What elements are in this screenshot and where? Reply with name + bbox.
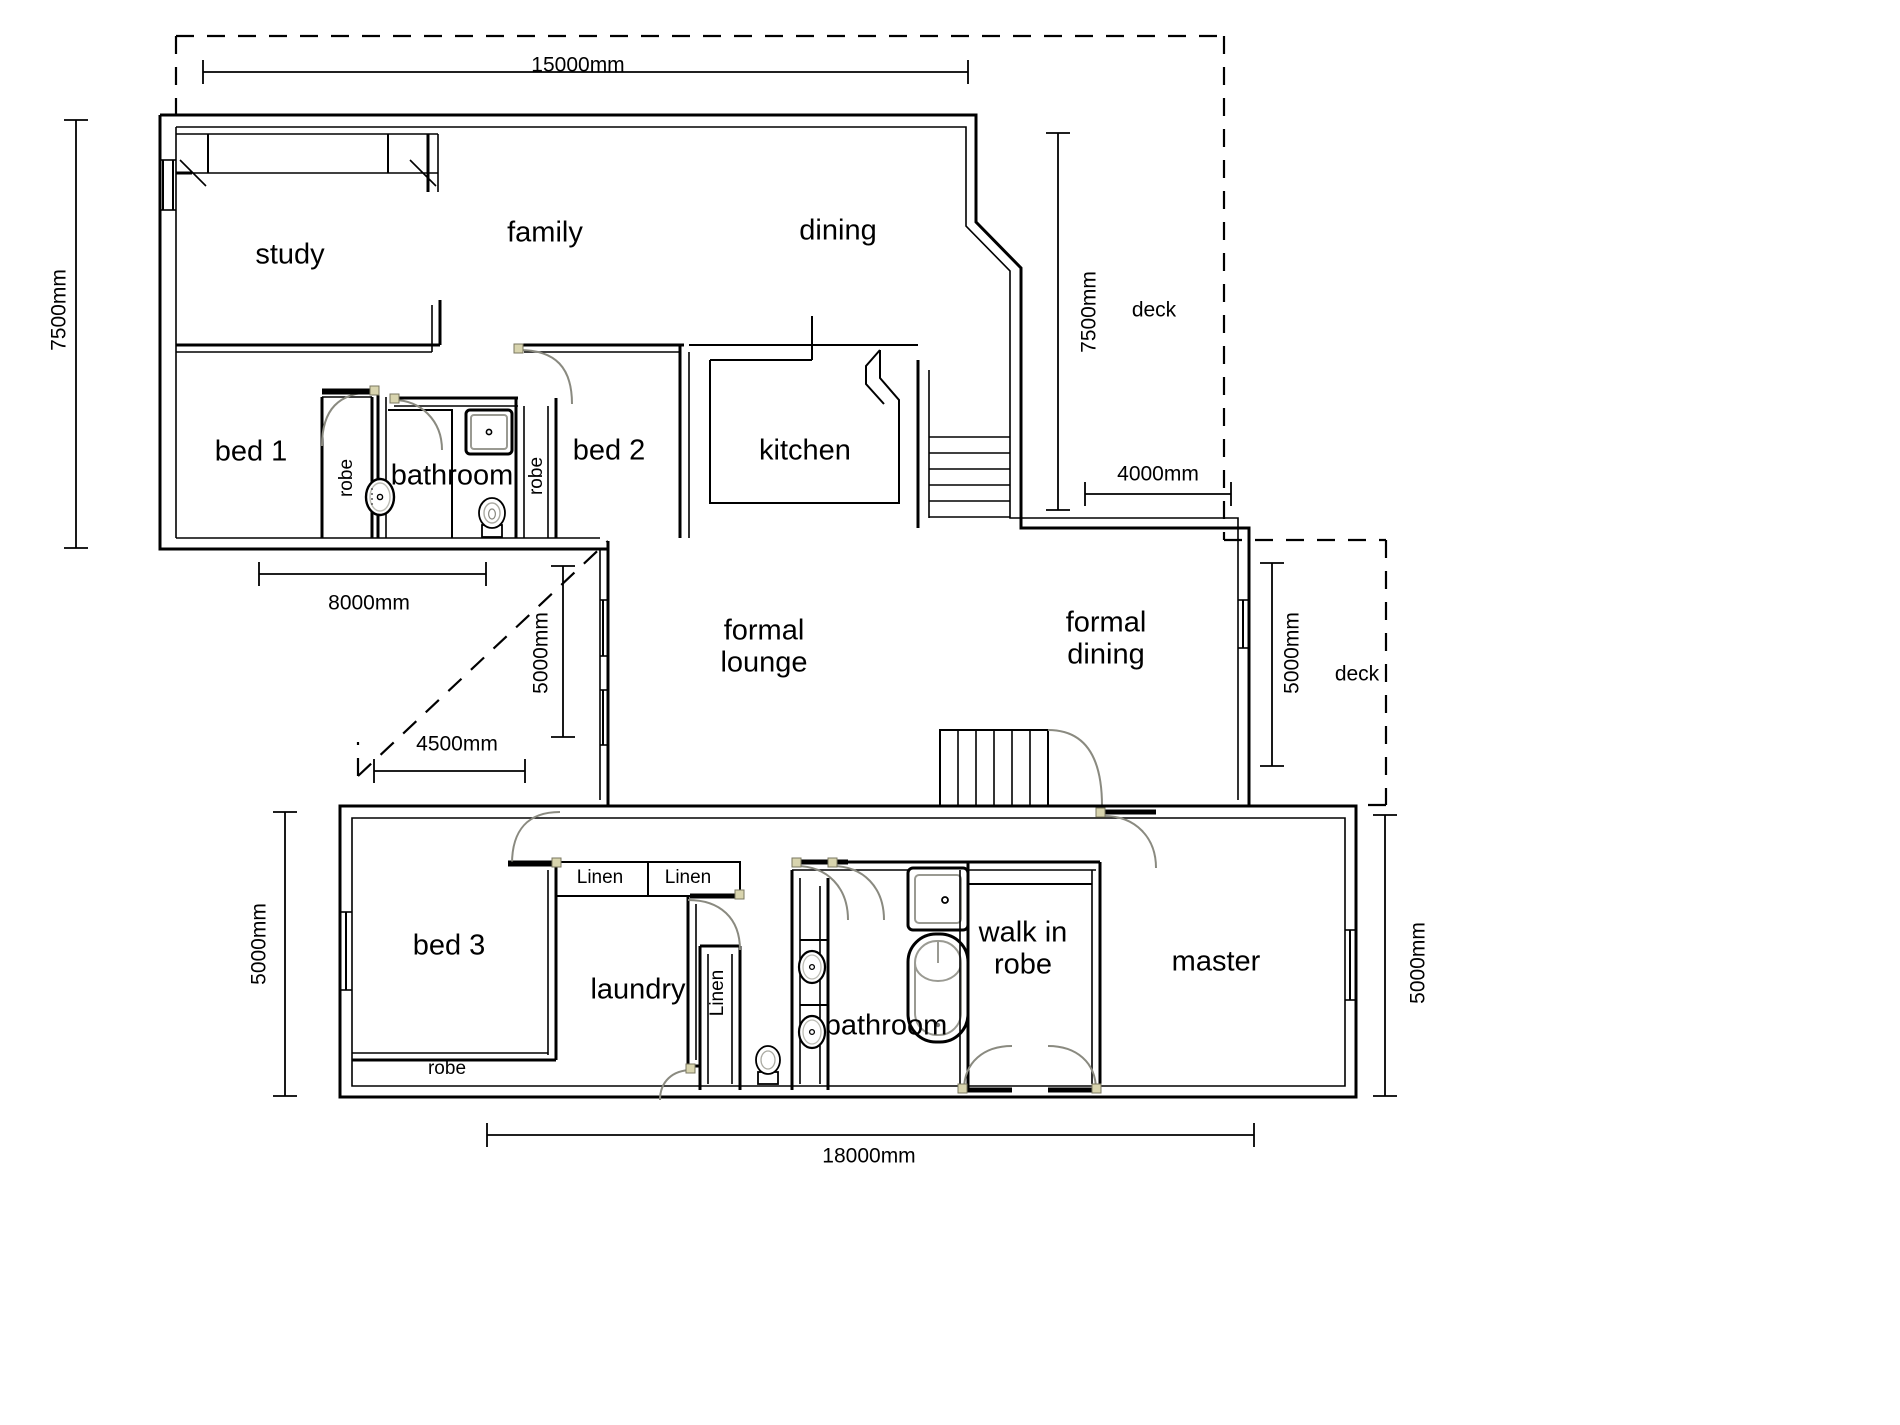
basin-bathroom1	[364, 409, 453, 538]
deck-outline-cut	[356, 540, 609, 777]
bed2-walls	[516, 343, 690, 538]
door-bed1	[321, 385, 380, 447]
kitchen-steps	[929, 436, 1010, 518]
room-name-line2: robe	[994, 949, 1052, 981]
small-label-linen-2: Linen	[665, 867, 712, 888]
kitchen-island	[709, 349, 900, 504]
lower-wing-walls	[338, 804, 1358, 1099]
door-master-entry	[1095, 807, 1157, 869]
room-name: family	[507, 217, 583, 249]
dimension-label: 7500mm	[1078, 271, 1101, 353]
room-name-line2: dining	[1067, 639, 1144, 671]
deck-label-deck-upper: deck	[1132, 299, 1177, 322]
dimension-dim-7500-right: 7500mm	[1046, 132, 1101, 511]
room-name: bathroom	[825, 1010, 948, 1042]
dimension-dim-15000-top: 15000mm	[202, 54, 969, 84]
kitchen-walls	[689, 316, 918, 361]
dimension-dim-5000-bedleft: 5000mm	[248, 811, 297, 1097]
room-name: kitchen	[759, 435, 851, 467]
small-label-linen-laundry: Linen	[707, 970, 728, 1017]
dimension-dim-4500-mid: 4500mm	[373, 733, 526, 783]
room-name: formal	[724, 615, 805, 647]
room-name: bed 3	[413, 930, 486, 962]
dimension-dim-18000-bottom: 18000mm	[486, 1123, 1255, 1168]
room-label-bed1: bed 1	[215, 436, 288, 468]
sliding-doors-top	[176, 133, 439, 192]
dimension-label: 18000mm	[822, 1145, 915, 1168]
room-label-family: family	[507, 217, 583, 249]
dimension-label: 4000mm	[1117, 463, 1199, 486]
door-bathroom2-inner	[827, 857, 885, 921]
dimension-dim-7500-left: 7500mm	[48, 119, 88, 549]
dimension-dim-5000-right: 5000mm	[1260, 562, 1304, 767]
laundry-walls	[686, 896, 742, 1090]
door-bathroom2	[791, 857, 849, 921]
room-name: bed 1	[215, 436, 288, 468]
dimension-label: 5000mm	[248, 903, 271, 985]
basin-b-bathroom2	[797, 1014, 827, 1050]
room-name: master	[1172, 946, 1261, 978]
dimension-label: 5000mm	[530, 612, 553, 694]
door-bed2	[513, 343, 573, 405]
room-label-bathroom1: bathroom	[391, 460, 514, 492]
dimension-label: 5000mm	[1281, 612, 1304, 694]
door-laundry	[659, 1063, 696, 1101]
room-label-bed2: bed 2	[573, 435, 646, 467]
study-bed1-partition	[176, 300, 442, 353]
deck-label-deck-lower: deck	[1335, 663, 1380, 686]
dimension-label: 4500mm	[416, 733, 498, 756]
small-label-linen-1: Linen	[577, 867, 624, 888]
room-name: dining	[799, 215, 876, 247]
door-linen-1	[687, 889, 745, 951]
room-name: walk in	[978, 917, 1068, 949]
middle-section-walls	[599, 541, 1249, 806]
door-bathroom1	[389, 393, 443, 451]
room-labels-layer: study family dining bed 1 bathroom bed 2 kitch…	[215, 215, 1380, 1079]
dimension-dim-5000-mid: 5000mm	[530, 565, 575, 738]
door-master-robe	[1047, 1045, 1102, 1094]
room-label-laundry: laundry	[590, 974, 686, 1006]
laundry-toilet	[755, 1045, 781, 1085]
room-name: bathroom	[391, 460, 514, 492]
room-label-bed3: bed 3	[413, 930, 486, 962]
room-name: study	[255, 239, 325, 271]
small-label-robe-bed1: robe	[336, 459, 357, 497]
stairs-lounge	[939, 729, 1103, 807]
deck-outline-upper	[174, 34, 1386, 542]
basin-a-bathroom2	[797, 949, 827, 985]
dimension-dim-4000-right: 4000mm	[1084, 463, 1232, 506]
bath-bathroom2	[906, 932, 970, 1044]
room-name-line2: lounge	[720, 647, 807, 679]
toilet-bathroom1	[478, 497, 506, 538]
small-label-robe-bed2: robe	[526, 457, 547, 495]
windows-upper-left	[160, 159, 176, 211]
room-name: bed 2	[573, 435, 646, 467]
dimension-label: 5000mm	[1407, 922, 1430, 1004]
room-name: laundry	[590, 974, 686, 1006]
small-label-robe-bed3: robe	[428, 1058, 466, 1079]
upper-wing-walls	[158, 113, 1251, 806]
room-name: formal	[1066, 607, 1147, 639]
shower-bathroom1	[464, 408, 514, 456]
room-label-kitchen: kitchen	[759, 435, 851, 467]
room-label-study: study	[255, 239, 325, 271]
door-bed3	[508, 811, 562, 868]
deck-outline-lower	[1362, 540, 1388, 807]
dimension-dim-8000-left: 8000mm	[258, 562, 487, 615]
room-label-master: master	[1172, 946, 1261, 978]
dimension-lines-layer: 15000mm 7500mm 7500mm 4000mm 8000mm 5000mm 450…	[48, 54, 1430, 1168]
dimension-label: 8000mm	[328, 592, 410, 615]
dimension-dim-5000-bedright: 5000mm	[1373, 814, 1430, 1097]
door-walk-in-robe	[957, 1045, 1013, 1094]
shower-bathroom2	[906, 866, 970, 932]
room-label-bathroom2: bathroom	[825, 1010, 948, 1042]
room-label-dining: dining	[799, 215, 876, 247]
dimension-label: 7500mm	[48, 269, 71, 351]
dimension-label: 15000mm	[531, 54, 624, 77]
